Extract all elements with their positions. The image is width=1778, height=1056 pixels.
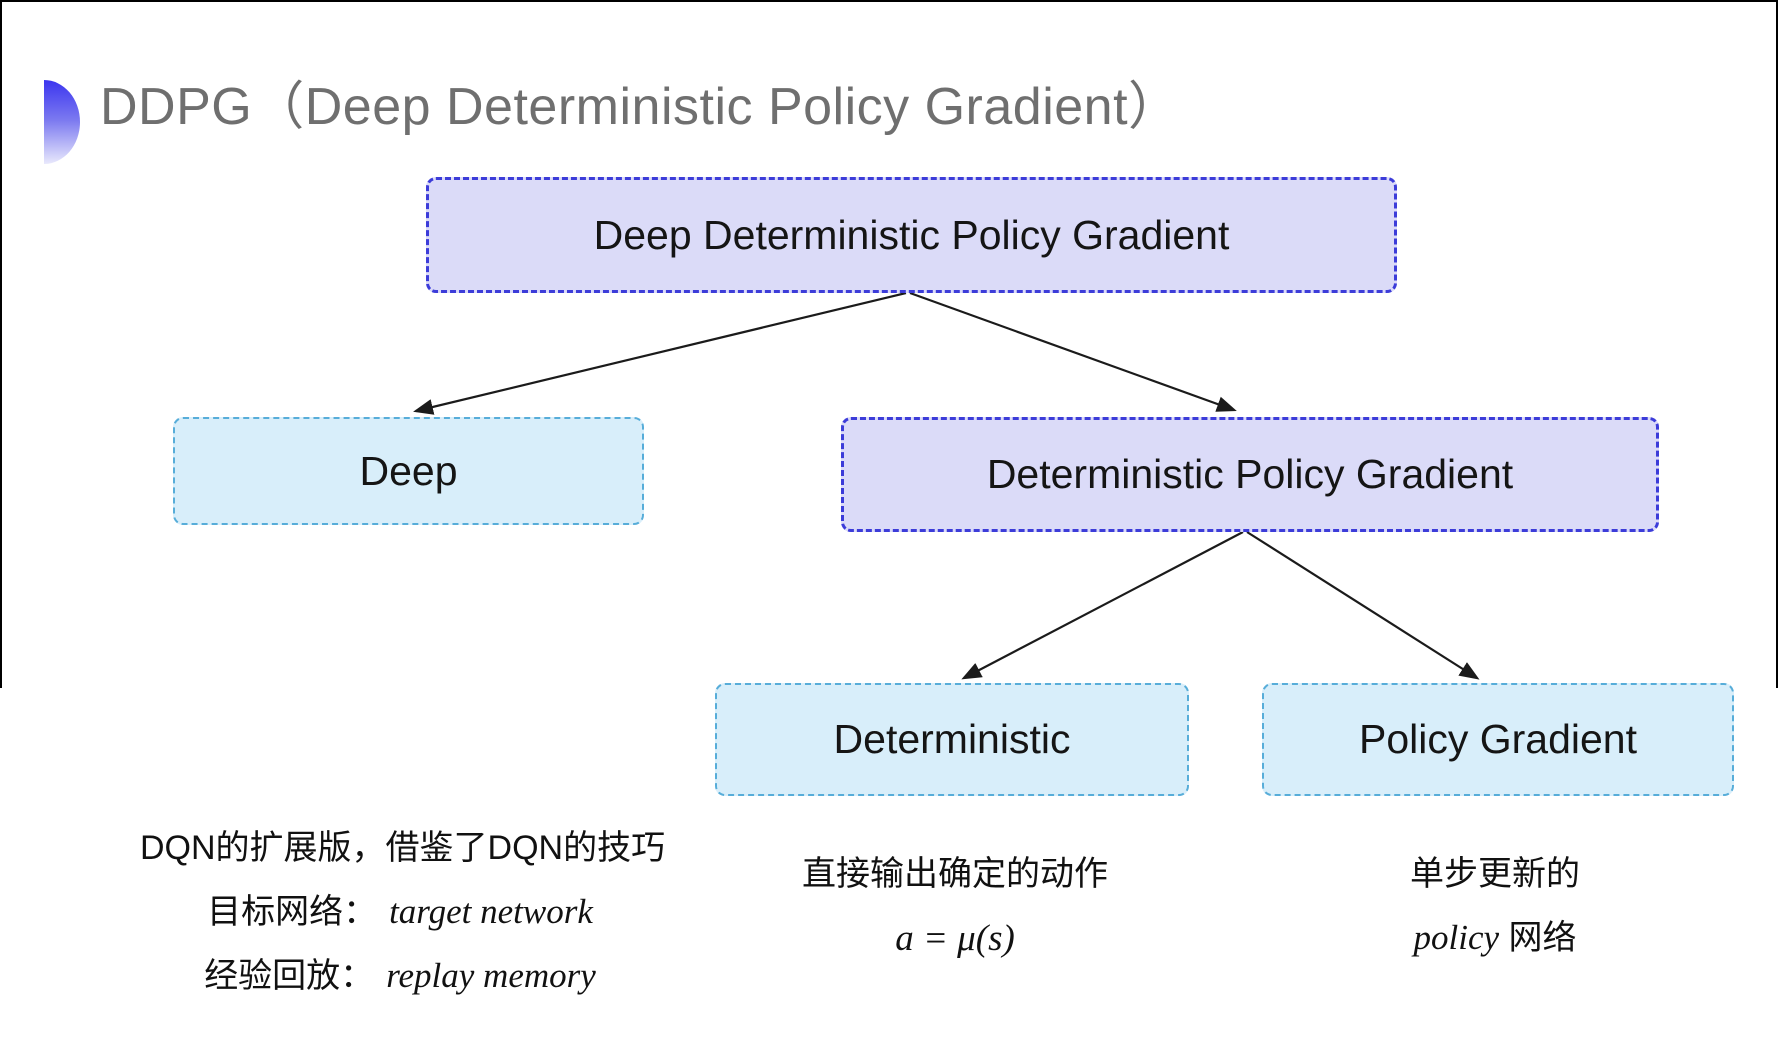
arrow-ddpg-to-deep	[413, 291, 907, 415]
note-deep: DQN的扩展版，借鉴了DQN的技巧 目标网络： target network 经验…	[140, 826, 665, 1016]
note-text: 单步更新的	[1410, 855, 1580, 893]
note-text: 直接输出确定的动作	[802, 855, 1108, 893]
node-policy-gradient: Policy Gradient	[1262, 683, 1734, 796]
node-deep: Deep	[173, 417, 644, 525]
note-line: a = μ(s)	[705, 914, 1205, 964]
node-deterministic: Deterministic	[715, 683, 1189, 796]
node-label: Deep Deterministic Policy Gradient	[593, 211, 1230, 258]
frame-line-top	[0, 0, 1778, 2]
note-text: 网络	[1499, 918, 1577, 957]
note-text: DQN的扩展版，借鉴了DQN的技巧	[140, 829, 666, 867]
note-line: policy 网络	[1245, 914, 1745, 962]
node-deterministic-policy-gradient: Deterministic Policy Gradient	[841, 417, 1659, 532]
note-term-italic: target network	[389, 891, 593, 931]
note-term-italic: replay memory	[386, 955, 596, 995]
note-formula: a = μ(s)	[895, 917, 1015, 959]
title-accent-icon	[44, 80, 80, 164]
arrow-dpg-to-pg	[1246, 531, 1480, 680]
arrow-ddpg-to-dpg	[909, 291, 1237, 412]
note-policy-gradient: 单步更新的 policy 网络	[1245, 852, 1745, 978]
frame-line-right	[1776, 0, 1778, 688]
note-deterministic: 直接输出确定的动作 a = μ(s)	[705, 852, 1205, 980]
node-deep-deterministic-policy-gradient: Deep Deterministic Policy Gradient	[426, 177, 1397, 293]
node-label: Deterministic Policy Gradient	[986, 451, 1514, 497]
note-line: 单步更新的	[1245, 852, 1745, 898]
page-title: DDPG（Deep Deterministic Policy Gradient）	[100, 78, 1181, 136]
note-text: 目标网络：	[207, 892, 378, 931]
note-line: 经验回放： replay memory	[140, 952, 660, 1000]
arrow-dpg-to-deterministic	[961, 531, 1244, 680]
node-label: Policy Gradient	[1358, 716, 1637, 762]
frame-line-left	[0, 0, 2, 688]
node-label: Deterministic	[833, 716, 1071, 762]
note-line: 目标网络： target network	[140, 888, 660, 936]
note-line: 直接输出确定的动作	[705, 852, 1205, 898]
node-label: Deep	[359, 447, 458, 494]
note-term-italic: policy	[1413, 917, 1500, 957]
note-text: 经验回放：	[204, 956, 375, 995]
note-line: DQN的扩展版，借鉴了DQN的技巧	[140, 826, 665, 872]
